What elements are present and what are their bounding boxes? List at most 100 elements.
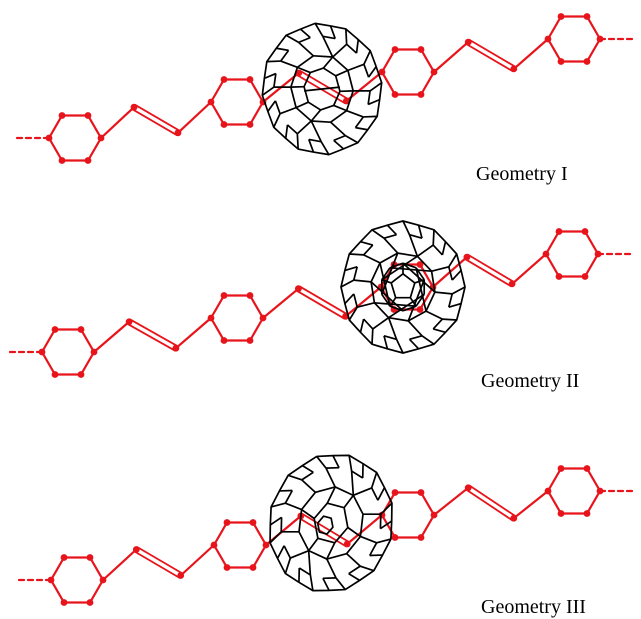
phenylene-ring xyxy=(544,13,604,65)
vinylene-double-bond xyxy=(126,323,176,352)
cage-bond xyxy=(352,266,359,281)
vinylene-double-bond xyxy=(468,38,517,68)
cage-bond xyxy=(371,328,374,345)
cage-bond xyxy=(330,109,348,123)
atom-dot xyxy=(391,91,399,98)
vinylene-double-bond xyxy=(298,285,348,315)
central-ring xyxy=(303,67,341,111)
vinylene-carbon-dot xyxy=(295,69,303,77)
cage-bond xyxy=(314,22,324,37)
cage-bond xyxy=(387,317,398,340)
atom-dot xyxy=(51,371,59,378)
cage-bond xyxy=(373,302,390,319)
cage-bond xyxy=(334,486,354,497)
atom-dot xyxy=(583,510,591,517)
cage-bond xyxy=(290,549,309,559)
cage-bond xyxy=(363,254,381,264)
cage-bond xyxy=(355,39,360,54)
cage-bond xyxy=(310,109,322,122)
cage-bond xyxy=(295,101,309,109)
cage-bond xyxy=(355,126,368,131)
vinylene-carbon-dot xyxy=(510,514,518,522)
cage-bond xyxy=(386,224,398,236)
cage-bond xyxy=(310,120,322,143)
cage-bond xyxy=(335,577,346,591)
cage-bond xyxy=(325,467,336,488)
single-bond xyxy=(179,543,216,577)
cage-bond xyxy=(348,565,361,575)
cage-bond xyxy=(346,109,364,118)
vinylene-double-bond xyxy=(465,489,514,522)
cage-bond xyxy=(421,335,435,345)
cage-bond xyxy=(359,318,365,333)
atom-dot xyxy=(557,465,565,472)
cage-bond xyxy=(432,244,444,256)
atom-dot xyxy=(220,121,228,128)
cage-bond xyxy=(304,86,340,92)
single-bond xyxy=(512,489,550,520)
cage-bond xyxy=(322,577,336,580)
cage-bond xyxy=(284,557,292,574)
ring-outline xyxy=(209,78,265,126)
cage-bond xyxy=(281,530,300,533)
fullerene-geometry-i xyxy=(261,22,383,156)
cage-bond xyxy=(296,120,312,135)
phenylene-ring xyxy=(207,76,267,128)
vinylene-carbon-dot xyxy=(343,540,351,548)
vinylene-carbon-dot xyxy=(342,97,350,105)
cage-bond xyxy=(280,60,298,69)
cage-bond xyxy=(359,565,375,572)
cage-bond xyxy=(369,554,383,557)
atom-dot xyxy=(223,519,231,526)
vinylene-double-bond xyxy=(301,512,350,543)
cage-bond xyxy=(402,305,417,312)
cage-bond xyxy=(372,317,390,330)
cage-bond xyxy=(408,234,419,257)
atom-dot xyxy=(555,228,563,235)
single-bond xyxy=(174,316,213,350)
atom-dot xyxy=(557,510,565,517)
cage-bond xyxy=(326,486,336,504)
single-bond xyxy=(432,40,470,74)
cage-bond xyxy=(320,141,330,156)
cage-bond xyxy=(300,491,317,511)
cage-bond xyxy=(379,520,393,530)
geometry-ii-panel xyxy=(8,220,634,378)
cage-bond xyxy=(448,253,458,268)
cage-bond xyxy=(389,305,404,312)
cage-bond xyxy=(298,567,311,576)
cage-bond xyxy=(409,334,423,341)
cage-bond xyxy=(326,542,336,560)
phenylene-ring xyxy=(378,489,438,541)
cage-bond xyxy=(407,320,423,337)
cage-bond xyxy=(442,318,457,321)
ring-outline xyxy=(546,467,602,515)
cage-bond xyxy=(335,69,349,77)
cage-bond xyxy=(316,455,327,469)
atom-dot xyxy=(581,273,589,280)
cage-bond xyxy=(301,508,315,520)
cage-bond xyxy=(434,291,453,295)
cage-bond xyxy=(298,509,303,532)
vinylene-double-bond xyxy=(296,290,346,320)
cage-bond xyxy=(296,55,314,69)
cage-bond xyxy=(279,489,293,492)
phenylene-ring xyxy=(38,326,98,378)
cage-bond xyxy=(295,106,312,122)
cage-bond xyxy=(348,306,358,321)
vinylene-carbon-dot xyxy=(464,484,472,492)
single-bond xyxy=(92,320,131,354)
geometry-iii-panel xyxy=(17,454,636,606)
vinylene-double-bond xyxy=(465,43,514,73)
cage-bond xyxy=(353,487,372,497)
vinylene-double-bond xyxy=(134,550,181,579)
cage-bond xyxy=(379,514,382,529)
vinylene-double-bond xyxy=(136,546,183,575)
cage-bond xyxy=(344,134,359,144)
single-bond xyxy=(346,513,384,546)
cage-bond xyxy=(267,100,277,112)
cage-bond xyxy=(285,502,302,511)
cage-bond xyxy=(370,281,376,303)
cage-bond xyxy=(273,73,277,88)
cage-bond xyxy=(389,262,404,269)
